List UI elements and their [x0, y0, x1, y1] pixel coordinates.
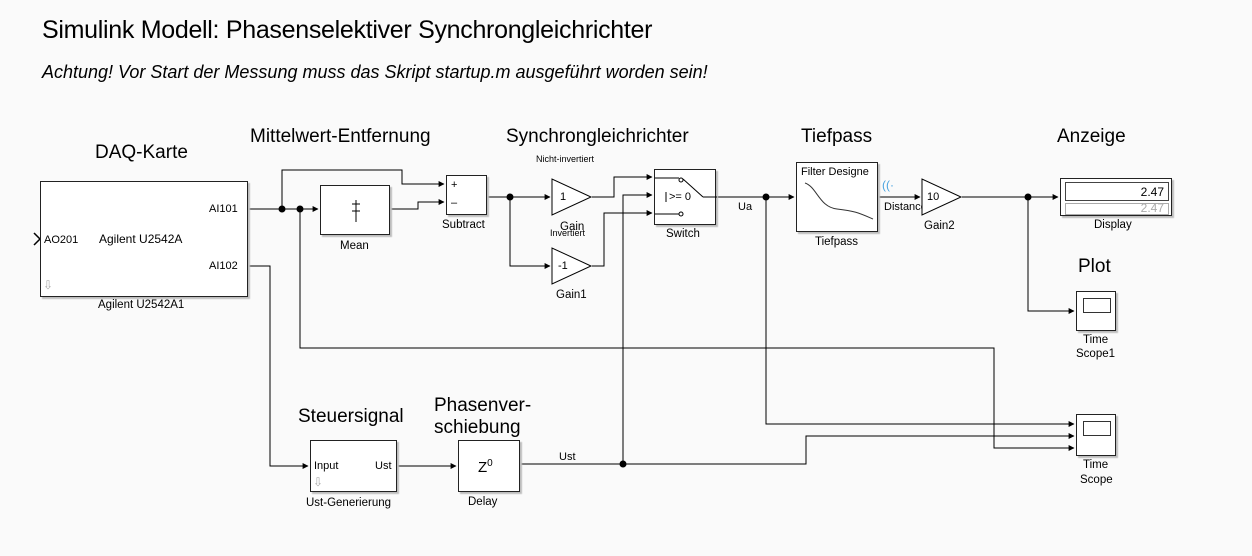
section-display: Anzeige [1057, 126, 1126, 147]
section-sync-rectifier: Synchrongleichrichter [506, 126, 689, 147]
page-subtitle: Achtung! Vor Start der Messung muss das … [42, 62, 708, 82]
line-ai101-to-subtract [248, 169, 445, 210]
gain2-block[interactable] [920, 178, 964, 218]
line-ai101-to-scope [299, 209, 1075, 451]
mean-icon [352, 200, 360, 222]
section-phase-shift-2: schiebung [434, 417, 521, 438]
line-subtract-to-gain1 [509, 197, 551, 269]
junction-ai101 [278, 205, 286, 213]
line-ai102-to-ustgen [248, 265, 309, 469]
daq-port-ai101: AI101 [209, 203, 238, 215]
subtract-minus: – [451, 197, 458, 209]
wifi-icon: ((· [882, 178, 894, 192]
scope1-block[interactable] [1076, 291, 1116, 331]
line-ust-to-scope [623, 433, 1075, 465]
filter-inner-label: Filter Designe [801, 166, 869, 178]
daq-caption: Agilent U2542A1 [98, 299, 185, 311]
scope-caption-2: Scope [1080, 474, 1113, 486]
gain-caption: Gain [560, 221, 585, 233]
signal-label-distance: Distance [884, 201, 927, 213]
annotation-non-inverted: Nicht-invertiert [536, 154, 595, 164]
mean-caption: Mean [340, 240, 369, 252]
delay-block[interactable]: Z0 [458, 440, 520, 492]
delay-symbol: Z [478, 459, 488, 476]
display-value: 2.47 [1140, 185, 1164, 199]
section-lowpass: Tiefpass [801, 126, 873, 147]
display-block[interactable]: 2.47 2.47 [1060, 178, 1172, 216]
section-phase-shift-1: Phasenver- [434, 395, 532, 416]
signal-label-ust: Ust [559, 451, 576, 463]
junction-ua [762, 193, 770, 201]
gain2-value: 10 [927, 191, 940, 203]
scope1-caption-2: Scope1 [1076, 348, 1116, 360]
delay-caption: Delay [468, 496, 498, 508]
line-ust-to-switch [622, 192, 653, 464]
delay-exponent: 0 [487, 458, 493, 469]
page-title: Simulink Modell: Phasenselektiver Synchr… [42, 16, 653, 44]
subtract-caption: Subtract [442, 219, 485, 231]
filter-block[interactable]: Filter Designe [796, 162, 878, 232]
section-plot: Plot [1078, 256, 1111, 277]
switch-caption: Switch [666, 228, 700, 240]
switch-icon [655, 177, 717, 217]
gain1-value: -1 [558, 260, 568, 272]
display-value-ghost: 2.47 [1140, 203, 1164, 215]
mean-block[interactable] [320, 185, 390, 235]
daq-block[interactable]: Agilent U2542A AO201 AI101 AI102 ⇩ [40, 181, 248, 297]
line-gain1-to-switch [592, 210, 653, 267]
gain2-caption: Gain2 [924, 220, 955, 232]
line-mean-to-subtract [390, 199, 445, 210]
ust-generierung-block[interactable]: Input Ust ⇩ [310, 440, 397, 492]
section-mean-removal: Mittelwert-Entfernung [250, 126, 431, 147]
ust-gen-port-ust: Ust [375, 460, 392, 472]
gain1-block[interactable] [550, 247, 594, 287]
junction-ust [619, 460, 627, 468]
section-daq: DAQ-Karte [95, 142, 188, 163]
daq-port-ao201: AO201 [44, 234, 79, 246]
switch-block[interactable]: >= 0 [654, 169, 717, 225]
filter-caption: Tiefpass [815, 236, 859, 248]
scope-screen-icon [1083, 421, 1111, 436]
display-caption: Display [1094, 219, 1132, 231]
line-gain2-to-scope1 [1027, 197, 1075, 314]
line-gain-to-switch [592, 174, 653, 198]
scope1-caption-1: Time [1083, 334, 1109, 346]
down-arrow-icon: ⇩ [313, 475, 324, 489]
annotation-inverted: Invertiert [550, 228, 586, 238]
switch-threshold: >= 0 [669, 191, 692, 203]
subtract-block[interactable]: + – [446, 175, 487, 215]
gain1-caption: Gain1 [556, 289, 587, 301]
line-ua-to-scope [765, 197, 1075, 427]
gain-block[interactable] [550, 178, 594, 218]
junction-ai101-scope [296, 205, 304, 213]
junction-gain2 [1024, 193, 1032, 201]
junction-subtract [506, 193, 514, 201]
scope1-screen-icon [1083, 298, 1111, 313]
gain-value: 1 [560, 191, 567, 203]
daq-inner-label: Agilent U2542A [99, 232, 183, 246]
daq-port-ai102: AI102 [209, 260, 238, 272]
subtract-plus: + [451, 179, 458, 191]
filter-curve-icon [804, 182, 874, 220]
ust-gen-caption: Ust-Generierung [306, 497, 392, 509]
signal-label-ua: Ua [738, 201, 753, 213]
section-control-signal: Steuersignal [298, 406, 404, 427]
down-arrow-icon: ⇩ [43, 278, 54, 292]
ust-gen-port-input: Input [314, 460, 339, 472]
scope-block[interactable] [1076, 414, 1116, 456]
scope-caption-1: Time [1083, 459, 1109, 471]
